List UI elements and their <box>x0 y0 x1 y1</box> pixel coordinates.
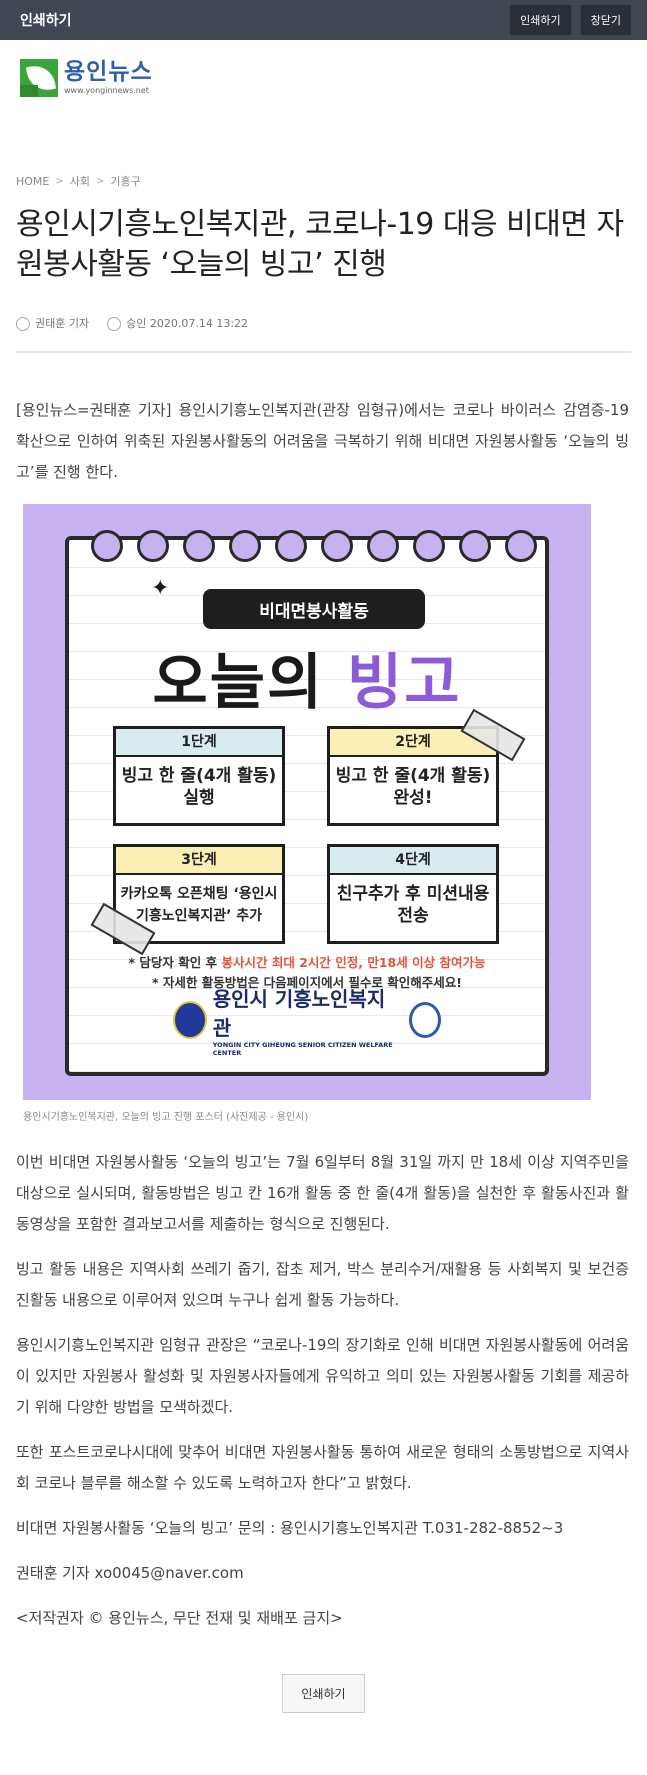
ring-icon <box>275 530 307 562</box>
step-head: 4단계 <box>330 847 496 875</box>
print-button-bottom[interactable]: 인쇄하기 <box>282 1674 365 1713</box>
step-body: 카카오톡 오픈채팅 ‘용인시기흥노인복지관’ 추가 <box>120 886 278 924</box>
close-window-button[interactable]: 창닫기 <box>580 5 631 35</box>
step-head: 1단계 <box>116 729 282 757</box>
breadcrumb: HOME > 사회 > 기흥구 <box>0 115 647 191</box>
top-bar-title: 인쇄하기 <box>20 13 72 29</box>
article-paragraph: 용인시기흥노인복지관 임형규 관장은 “코로나-19의 장기화로 인해 비대면 … <box>16 1336 629 1416</box>
ring-icon <box>91 530 123 562</box>
chevron-right-icon: > <box>96 175 105 187</box>
chevron-right-icon: > <box>55 175 64 187</box>
step-body: 친구추가 후 미션내용 전송 <box>336 884 490 926</box>
ring-icon <box>321 530 353 562</box>
step-4: 4단계 친구추가 후 미션내용 전송 <box>327 844 499 944</box>
article-paragraph: 또한 포스트코로나시대에 맞추어 비대면 자원봉사활동 통하여 새로운 형태의 … <box>16 1443 629 1492</box>
poster-note-2: * 자세한 활동방법은 다음페이지에서 필수로 확인해주세요! <box>152 975 462 990</box>
ring-icon <box>459 530 491 562</box>
article-paragraph: 이번 비대면 자원봉사활동 ‘오늘의 빙고’는 7월 6일부터 8월 31일 까… <box>16 1153 629 1233</box>
article-headline: 용인시기흥노인복지관, 코로나-19 대응 비대면 자원봉사활동 ‘오늘의 빙고… <box>16 207 624 282</box>
poster-title: 오늘의 빙고 <box>23 634 591 721</box>
author-info: 권태훈 기자 <box>16 315 89 331</box>
step-body: 빙고 한 줄(4개 활동) 실행 <box>121 766 277 808</box>
copyright-notice: <저작권자 © 용인뉴스, 무단 전재 및 재배포 금지> <box>16 1609 343 1627</box>
print-button[interactable]: 인쇄하기 <box>510 5 571 35</box>
breadcrumb-home[interactable]: HOME <box>16 174 50 188</box>
article-paragraph: [용인뉴스=권태훈 기자] 용인시기흥노인복지관(관장 임형규)에서는 코로나 … <box>16 401 629 481</box>
binder-rings <box>91 530 537 562</box>
bottom-actions: 인쇄하기 <box>0 1674 647 1713</box>
clock-icon <box>107 317 122 331</box>
note1-b: 봉사시간 최대 2시간 인정, 만18세 이상 참여가능 <box>221 955 486 970</box>
article-meta: 권태훈 기자 승인 2020.07.14 13:22 <box>16 315 631 353</box>
breadcrumb-section[interactable]: 사회 <box>69 175 91 188</box>
logo-row: 용인뉴스 www.yonginnews.net <box>0 40 647 115</box>
org-name: 용인시 기흥노인복지관 <box>212 987 386 1040</box>
leaf-logo-icon <box>20 58 58 97</box>
breadcrumb-subsection[interactable]: 기흥구 <box>110 175 141 188</box>
ring-icon <box>137 530 169 562</box>
bingo-poster: ✦ 비대면봉사활동 오늘의 빙고 1단계 빙고 한 줄(4개 활동) 실행 2단… <box>23 504 591 1100</box>
poster-title-a: 오늘의 <box>152 648 348 718</box>
poster-title-b: 빙고 <box>347 648 462 718</box>
step-head: 3단계 <box>116 847 282 875</box>
approved-date: 승인 2020.07.14 13:22 <box>126 317 249 330</box>
inquiry-line: 비대면 자원봉사활동 ‘오늘의 빙고’ 문의 : 용인시기흥노인복지관 T.03… <box>16 1519 564 1537</box>
author-name: 권태훈 기자 <box>35 317 90 330</box>
org-logo-icon <box>173 1001 207 1039</box>
step-body: 빙고 한 줄(4개 활동) 완성! <box>335 766 491 808</box>
ring-icon <box>183 530 215 562</box>
poster-note-1: * 담당자 확인 후 봉사시간 최대 2시간 인정, 만18세 이상 참여가능 <box>23 952 591 971</box>
approved-info: 승인 2020.07.14 13:22 <box>107 315 248 331</box>
site-logo[interactable]: 용인뉴스 www.yonginnews.net <box>20 58 153 97</box>
ring-icon <box>413 530 445 562</box>
ring-icon <box>367 530 399 562</box>
sparkle-icon: ✦ <box>151 576 170 601</box>
figure-caption: 용인시기흥노인복지관, 오늘의 빙고 진행 포스터 (사진제공 - 용인시) <box>23 1112 309 1123</box>
top-bar-actions: 인쇄하기 창닫기 <box>510 5 631 35</box>
step-1: 1단계 빙고 한 줄(4개 활동) 실행 <box>113 726 285 826</box>
article-figure: ✦ 비대면봉사활동 오늘의 빙고 1단계 빙고 한 줄(4개 활동) 실행 2단… <box>23 504 627 1123</box>
seal-icon <box>408 1002 441 1038</box>
byline-email: 권태훈 기자 xo0045@naver.com <box>16 1564 244 1582</box>
person-icon <box>16 317 30 331</box>
logo-name: 용인뉴스 <box>64 58 153 85</box>
article-paragraph: 빙고 활동 내용은 지역사회 쓰레기 줍기, 잡초 제거, 박스 분리수거/재활… <box>16 1260 629 1309</box>
ring-icon <box>505 530 537 562</box>
top-bar: 인쇄하기 인쇄하기 창닫기 <box>0 0 647 40</box>
step-2: 2단계 빙고 한 줄(4개 활동) 완성! <box>327 726 499 826</box>
poster-pill: 비대면봉사활동 <box>203 589 425 629</box>
logo-url: www.yonginnews.net <box>64 85 149 95</box>
note1-a: * 담당자 확인 후 <box>128 955 222 970</box>
org-emblem: 용인시 기흥노인복지관 YONGIN CITY GIHEUNG SENIOR C… <box>173 987 441 1057</box>
org-sub: YONGIN CITY GIHEUNG SENIOR CITIZEN WELFA… <box>212 1041 393 1057</box>
ring-icon <box>229 530 261 562</box>
